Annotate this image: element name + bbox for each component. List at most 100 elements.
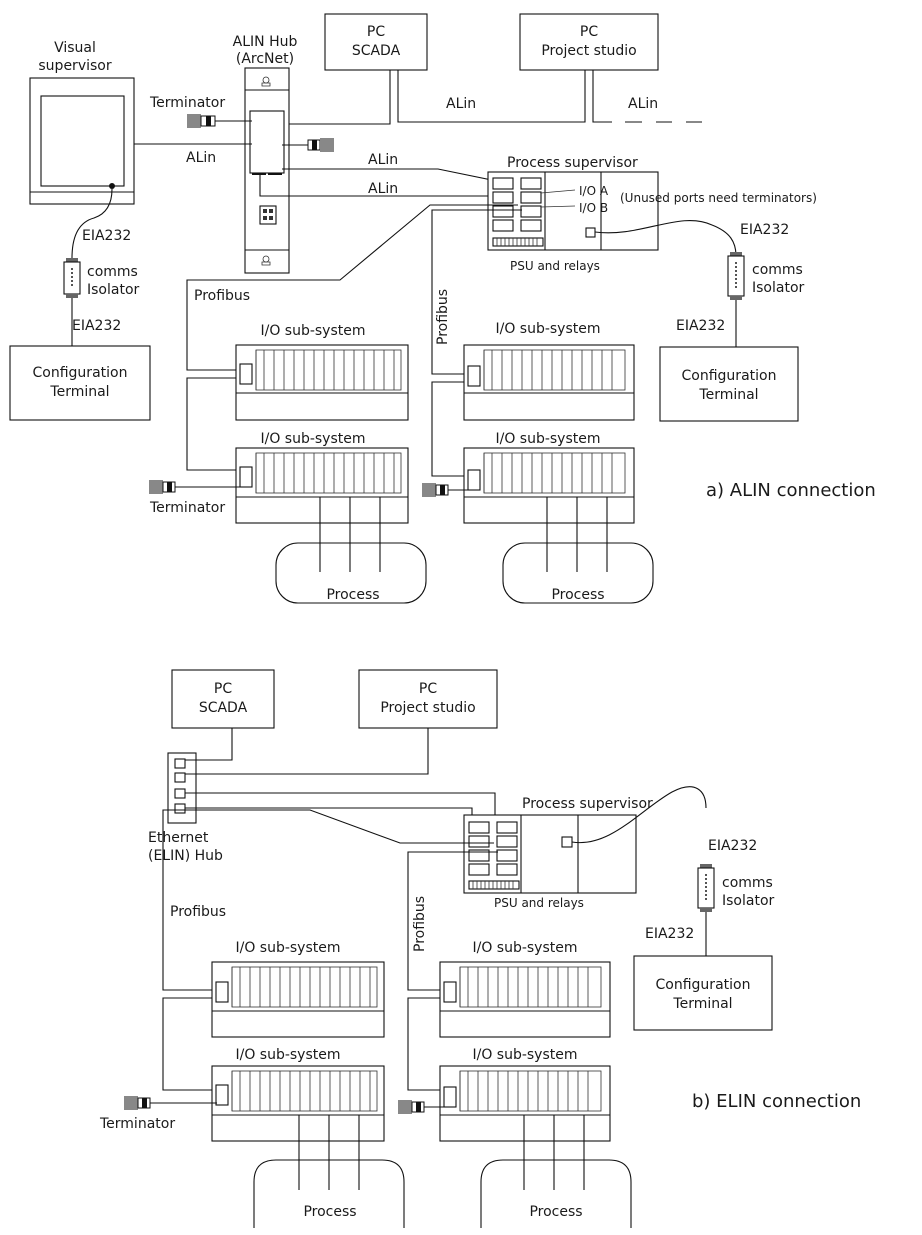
psu-relays-b: PSU and relays [494, 896, 584, 910]
terminator-label-b: Terminator [99, 1116, 175, 1132]
process-a1-label: Process [326, 587, 379, 603]
visual-supervisor-line1: Visual [54, 40, 96, 56]
pc-scada-line1: PC [367, 24, 385, 40]
eia-cable-b-top [571, 786, 707, 844]
alin-link-project [592, 70, 600, 123]
caption-a: a) ALIN connection [706, 480, 876, 501]
profibus-left-chain-a [186, 377, 243, 471]
process-b2: Process [480, 1159, 632, 1228]
config-left-line2: Terminal [49, 384, 109, 400]
process-a2-label: Process [551, 587, 604, 603]
io-subsystem-a1: I/O sub-system [235, 323, 409, 421]
config-terminal-right: Configuration Terminal [659, 346, 799, 422]
ethernet-hub-line1: Ethernet [148, 830, 209, 846]
profibus-left-b [162, 809, 494, 991]
io-sub-b1-title: I/O sub-system [235, 940, 340, 956]
terminator-plug-icon [398, 1100, 444, 1114]
alin-label-2: ALin [628, 96, 658, 112]
eia-right-top: EIA232 [740, 222, 789, 238]
io-sub-a2-title: I/O sub-system [260, 431, 365, 447]
pc-scada-line2: SCADA [352, 43, 401, 59]
isolator-right-line1: comms [752, 262, 803, 278]
eia-b-top: EIA232 [708, 838, 757, 854]
io-sub-a3-title: I/O sub-system [495, 321, 600, 337]
isolator-icon [697, 864, 715, 912]
process-supervisor-a: Process supervisor [487, 155, 659, 251]
isolator-right-line2: Isolator [752, 280, 805, 296]
psup-a-ports [492, 177, 544, 247]
caption-b: b) ELIN connection [692, 1091, 861, 1112]
alin-hub-line1: ALIN Hub [233, 34, 298, 50]
isolator-b-line2: Isolator [722, 893, 775, 909]
pc-project-b-line1: PC [419, 681, 437, 697]
io-sub-a1-title: I/O sub-system [260, 323, 365, 339]
terminator-plug-icon [149, 480, 243, 494]
pc-scada-box: PC SCADA [324, 13, 428, 71]
terminator-plug-icon [282, 138, 334, 152]
config-b-line1: Configuration [656, 977, 751, 993]
io-subsystem-a4: I/O sub-system [463, 431, 635, 524]
isolator-icon [727, 252, 745, 300]
profibus-right-chain-b [407, 997, 444, 1091]
io-b-label: I/O B [579, 201, 608, 215]
eia-left-bottom: EIA232 [72, 318, 121, 334]
io-a-label: I/O A [579, 184, 609, 198]
profibus-label-a1: Profibus [194, 288, 250, 304]
lock-icon [261, 76, 271, 87]
alin-label-5: ALin [368, 181, 398, 197]
alin-hub: ALIN Hub (ArcNet) [233, 34, 298, 274]
io-subsystem-b2: I/O sub-system [211, 1047, 385, 1142]
pc-project-box-b: PC Project studio [358, 669, 498, 729]
process-b2-label: Process [529, 1204, 582, 1220]
io-subsystem-b1: I/O sub-system [211, 940, 385, 1038]
profibus-left-chain-b [162, 997, 217, 1091]
profibus-label-b2: Profibus [412, 896, 428, 952]
config-right-line2: Terminal [698, 387, 758, 403]
eia-cable-left-top [71, 188, 113, 259]
isolator-left-line1: comms [87, 264, 138, 280]
hub-switch-icon [259, 205, 277, 225]
profibus-label-a2: Profibus [435, 289, 451, 345]
pc-scada-b-line1: PC [214, 681, 232, 697]
config-right-line1: Configuration [682, 368, 777, 384]
eia-left-top: EIA232 [82, 228, 131, 244]
isolator-left-line2: Isolator [87, 282, 140, 298]
process-a1: Process [275, 542, 427, 604]
pc-scada-b-line2: SCADA [199, 700, 248, 716]
eia-b-bottom: EIA232 [645, 926, 694, 942]
pc-project-b-line2: Project studio [380, 700, 475, 716]
io-subsystem-b3: I/O sub-system [439, 940, 611, 1038]
eia-cable-right-top [594, 220, 737, 257]
elin-diagram: PC SCADA PC Project studio Ethernet (ELI… [99, 669, 861, 1228]
profibus-right-chain-a [431, 381, 468, 477]
psu-relays-a: PSU and relays [510, 259, 600, 273]
io-sub-b3-title: I/O sub-system [472, 940, 577, 956]
io-subsystem-a3: I/O sub-system [463, 321, 635, 421]
config-left-line1: Configuration [33, 365, 128, 381]
profibus-right-a [431, 209, 522, 375]
pc-project-line2: Project studio [541, 43, 636, 59]
alin-label-1: ALin [446, 96, 476, 112]
process-b1: Process [253, 1159, 405, 1228]
isolator-icon [63, 258, 81, 298]
alin-link-scada [275, 70, 391, 125]
alin-label-4: ALin [368, 152, 398, 168]
alin-psup-link-b [259, 175, 520, 197]
process-b1-label: Process [303, 1204, 356, 1220]
io-sub-a4-title: I/O sub-system [495, 431, 600, 447]
ethernet-hub-line2: (ELIN) Hub [148, 848, 223, 864]
alin-hub-line2: (ArcNet) [236, 51, 294, 67]
profibus-left-a [186, 204, 518, 371]
visual-supervisor-line2: supervisor [38, 58, 111, 74]
io-sub-b2-title: I/O sub-system [235, 1047, 340, 1063]
terminator-label-top: Terminator [149, 95, 225, 111]
io-sub-b4-title: I/O sub-system [472, 1047, 577, 1063]
terminator-plug-icon [422, 483, 468, 497]
elin-link-project [185, 728, 429, 775]
pc-scada-box-b: PC SCADA [171, 669, 275, 729]
visual-supervisor: Visual supervisor [29, 40, 135, 205]
elin-link-psup-1 [185, 792, 496, 822]
isolator-b-line1: comms [722, 875, 773, 891]
config-terminal-left: Configuration Terminal [9, 345, 151, 421]
